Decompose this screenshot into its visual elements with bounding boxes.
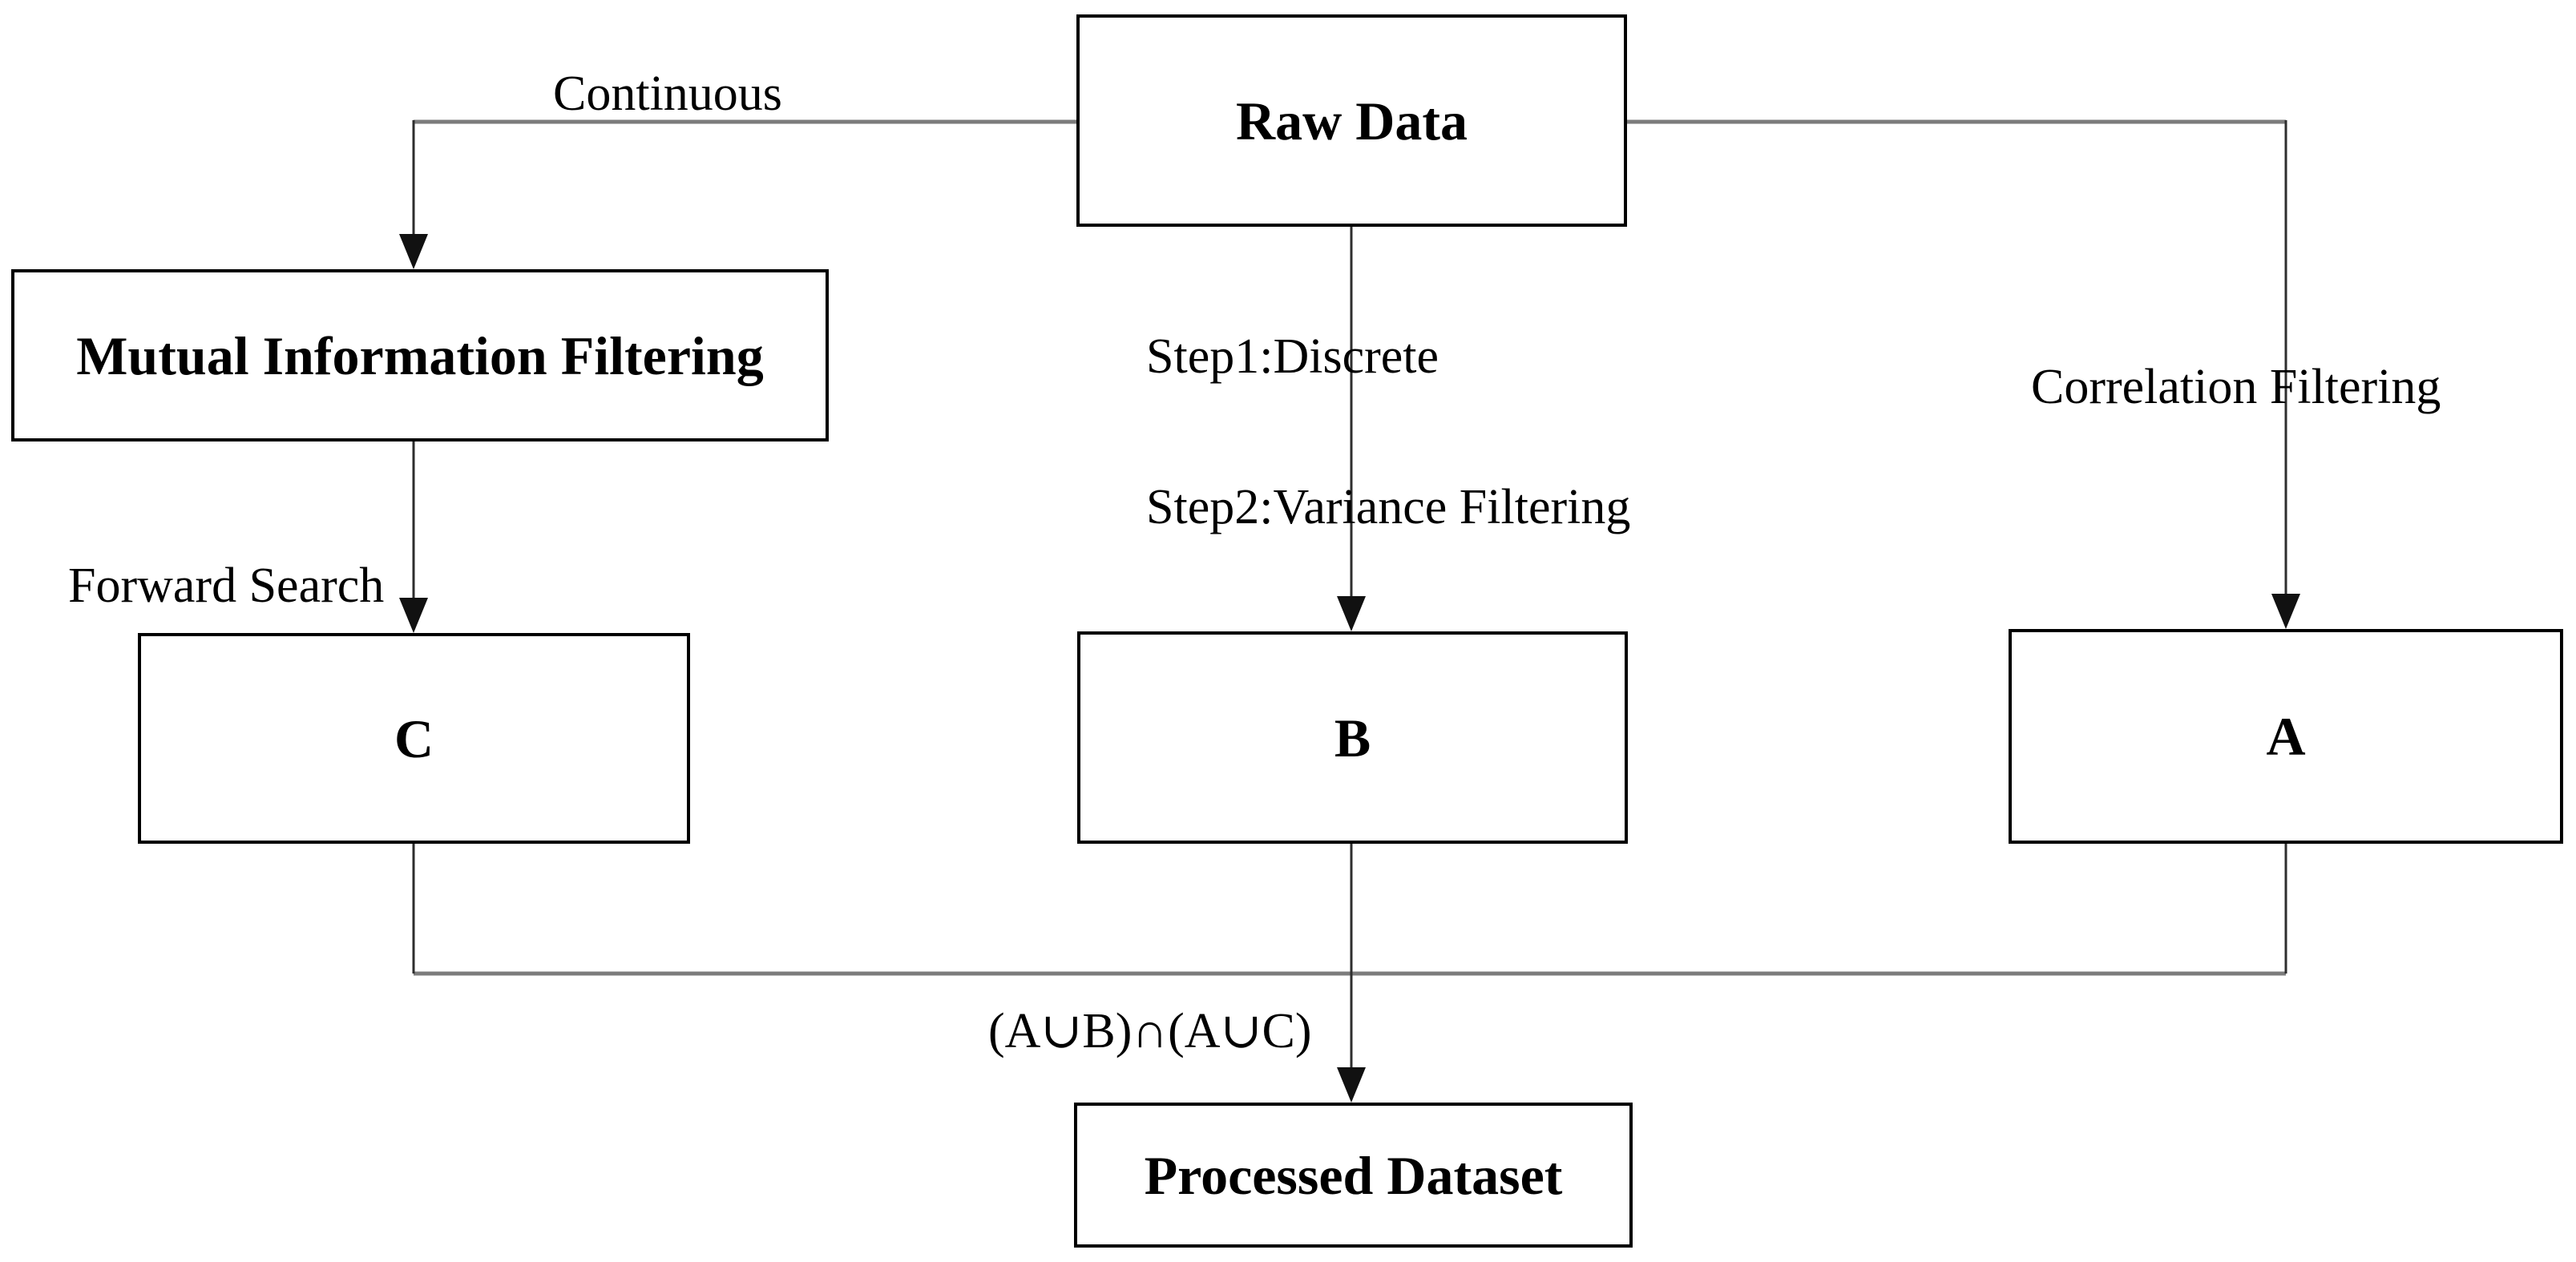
arrowhead-into-mif — [399, 234, 428, 269]
arrowhead-into-b — [1337, 596, 1366, 631]
node-mutual-information-filtering: Mutual Information Filtering — [11, 269, 829, 441]
node-a: A — [2009, 629, 2563, 844]
edge-label-forward-search: Forward Search — [68, 558, 385, 613]
node-c: C — [138, 633, 690, 844]
edge-label-correlation-filtering: Correlation Filtering — [2031, 360, 2441, 414]
arrowhead-into-processed — [1337, 1067, 1366, 1103]
edge-label-continuous: Continuous — [553, 67, 782, 121]
edge-label-set-expression: (A∪B)∩(A∪C) — [988, 1004, 1312, 1058]
node-processed-dataset: Processed Dataset — [1074, 1103, 1633, 1248]
node-raw-data: Raw Data — [1076, 14, 1627, 227]
arrowhead-into-c — [399, 598, 428, 633]
arrowhead-into-a — [2271, 594, 2300, 629]
node-b: B — [1077, 631, 1628, 844]
edge-label-step1-discrete: Step1:Discrete — [1146, 329, 1439, 384]
edge-label-step2-variance-filtering: Step2:Variance Filtering — [1146, 480, 1631, 534]
